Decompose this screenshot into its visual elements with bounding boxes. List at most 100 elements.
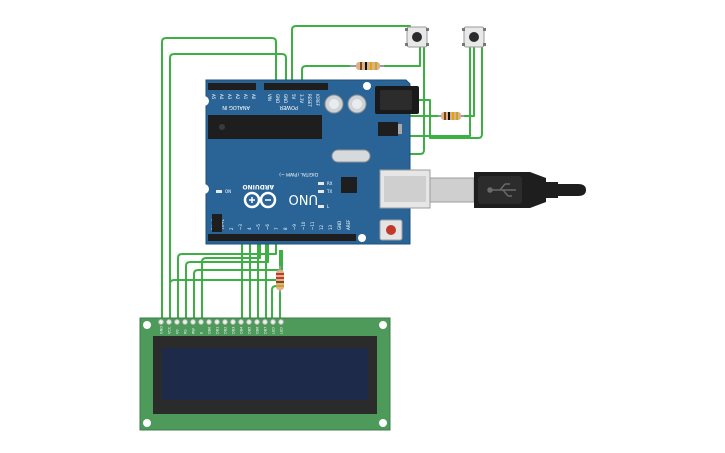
power-label: POWER xyxy=(279,104,298,110)
mounting-hole xyxy=(358,234,366,242)
pushbutton-2[interactable] xyxy=(462,26,486,48)
pin-label: 13 xyxy=(328,224,333,230)
pin-label: ~5 xyxy=(256,224,261,230)
pin-label: GND xyxy=(275,94,280,103)
pin-label: 2 xyxy=(229,227,234,230)
wire-resistor1-button1[interactable] xyxy=(380,46,421,67)
on-led xyxy=(216,190,222,193)
reset-button[interactable] xyxy=(379,219,403,241)
wire-lcd-vcc[interactable] xyxy=(169,53,287,320)
resistor-1[interactable] xyxy=(350,62,384,70)
usb-icon xyxy=(487,183,516,197)
wire-button2-gnd[interactable] xyxy=(412,46,483,139)
lcd-pin-label: DB5 xyxy=(248,327,252,334)
pin-label: 8 xyxy=(283,227,288,230)
rx-label: RX xyxy=(327,181,333,186)
pin-label: ~10 xyxy=(301,221,306,230)
lcd-pin[interactable] xyxy=(238,319,244,325)
lcd-pin-label: LED xyxy=(272,327,276,334)
pin-label: RESET xyxy=(307,94,312,107)
lcd-pin[interactable] xyxy=(270,319,276,325)
pin-label: IOREF xyxy=(315,94,320,107)
lcd-pin-label: LED xyxy=(280,327,284,334)
lcd-pin-label: DB6 xyxy=(256,327,260,334)
on-label: ON xyxy=(225,189,231,194)
wire-lcd-gnd[interactable] xyxy=(161,37,277,320)
lcd-pin[interactable] xyxy=(246,319,252,325)
lcd-pin-label: V0 xyxy=(176,329,180,334)
lcd-pin-label: DB1 xyxy=(216,327,220,334)
l-led xyxy=(318,205,324,208)
lcd-pin-label: RW xyxy=(192,328,196,334)
pin-label: 12 xyxy=(319,224,324,230)
power-header[interactable] xyxy=(264,83,328,90)
analog-in-label: ANALOG IN xyxy=(222,104,250,110)
lcd-pin[interactable] xyxy=(174,319,180,325)
lcd-pin[interactable] xyxy=(198,319,204,325)
wire-button1-resistor[interactable] xyxy=(301,65,354,86)
pin-label: ~6 xyxy=(265,224,270,230)
pin-label: VIN xyxy=(267,94,272,101)
lcd-pin[interactable] xyxy=(158,319,164,325)
wire-resistor2-button2[interactable] xyxy=(462,46,475,117)
pin-label: A3 xyxy=(227,94,232,100)
usb-b-port[interactable] xyxy=(379,169,431,209)
rx-led xyxy=(318,182,324,185)
lcd-pin-label: GND xyxy=(160,326,164,334)
analog-header[interactable] xyxy=(208,83,256,90)
lcd-pin[interactable] xyxy=(206,319,212,325)
digital-header[interactable] xyxy=(208,234,356,241)
board-model: UNO xyxy=(289,191,318,206)
crystal-oscillator xyxy=(331,149,371,163)
lcd-pin[interactable] xyxy=(278,319,284,325)
lcd-pin[interactable] xyxy=(222,319,228,325)
lcd-pin[interactable] xyxy=(214,319,220,325)
pin-label: ~3 xyxy=(238,224,243,230)
lcd-pin-label: DB3 xyxy=(232,327,236,334)
lcd-pin-label: E xyxy=(200,332,204,334)
resistor-lcd-backlight[interactable] xyxy=(276,266,284,292)
lcd-mounting-hole xyxy=(379,321,387,329)
mounting-hole xyxy=(199,96,209,106)
wire-button1-5v[interactable] xyxy=(291,25,411,86)
lcd-pin[interactable] xyxy=(190,319,196,325)
lcd-mounting-hole xyxy=(379,419,387,427)
lcd-pin[interactable] xyxy=(230,319,236,325)
wire-lcd-v0[interactable] xyxy=(177,240,277,320)
wire-lcd-gnd-bus[interactable] xyxy=(169,279,282,285)
lcd-pin-header[interactable] xyxy=(158,319,284,325)
wire-lcd-rs[interactable] xyxy=(185,240,269,320)
pin-label: A0 xyxy=(251,94,256,100)
pin-label: 7 xyxy=(274,227,279,230)
pin-label: ~9 xyxy=(292,224,297,230)
lcd-pin[interactable] xyxy=(182,319,188,325)
pin-label: ~11 xyxy=(310,221,315,230)
tx-led xyxy=(318,190,324,193)
mounting-hole xyxy=(363,82,371,90)
lcd-pin-label: DB4 xyxy=(240,326,244,334)
usb-controller-chip xyxy=(341,177,357,193)
lcd-pin[interactable] xyxy=(254,319,260,325)
usb-cable[interactable] xyxy=(429,172,586,208)
board-brand: ARDUINO xyxy=(243,183,274,190)
icsp-header[interactable] xyxy=(212,214,222,232)
digital-label: DIGITAL (PWM ~) xyxy=(279,171,318,177)
lcd-mounting-hole xyxy=(143,419,151,427)
lcd-pin[interactable] xyxy=(262,319,268,325)
wire-lcd-led-k[interactable] xyxy=(271,285,280,320)
resistor-2[interactable] xyxy=(438,112,464,120)
lcd-screen xyxy=(162,348,368,400)
pin-label: A2 xyxy=(235,94,240,100)
lcd-pin[interactable] xyxy=(166,319,172,325)
mounting-hole xyxy=(199,184,209,194)
pin-label: A4 xyxy=(219,94,224,100)
pushbutton-1[interactable] xyxy=(405,26,429,48)
wire-lcd-e[interactable] xyxy=(201,240,261,320)
pin-label: 5V xyxy=(291,94,296,100)
wire-lcd-rw[interactable] xyxy=(193,250,283,320)
lcd-pin-label: DB7 xyxy=(264,327,268,334)
